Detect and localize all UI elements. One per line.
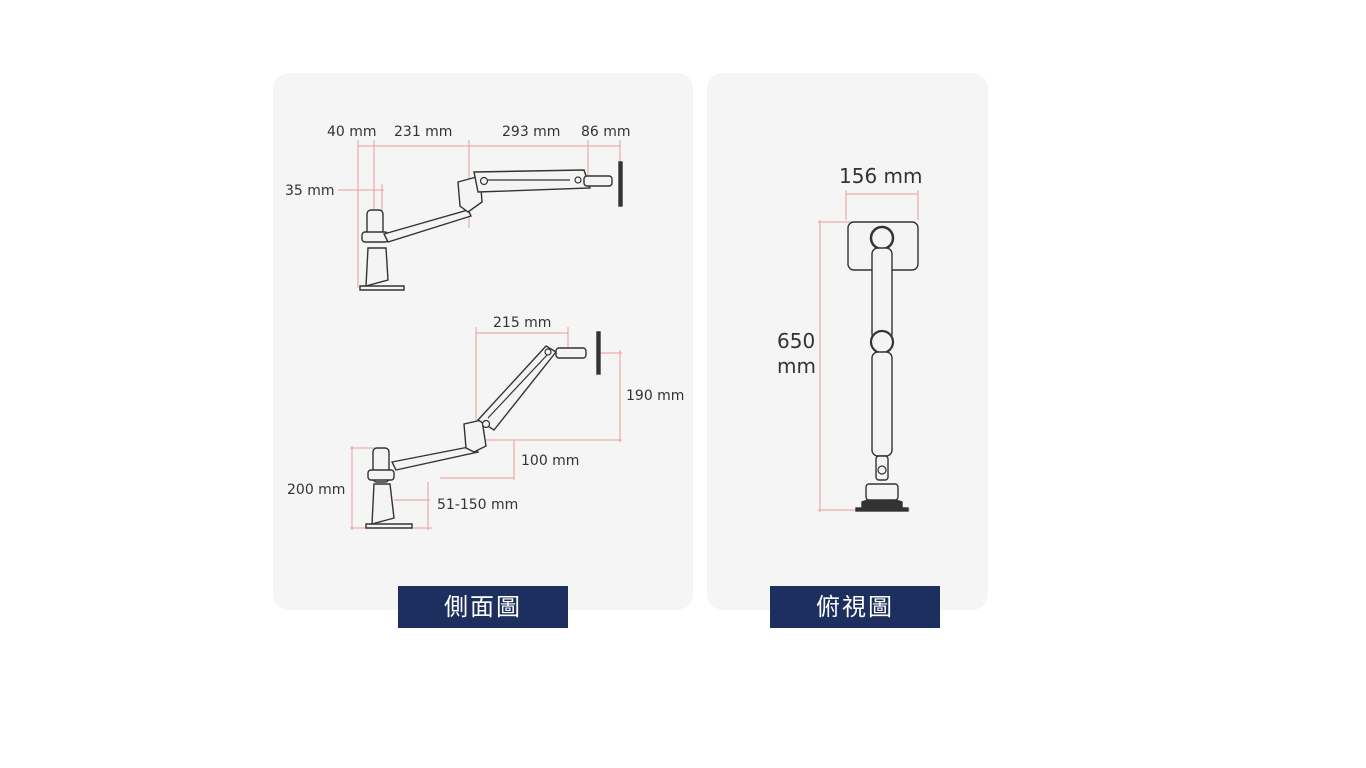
dim-40mm: 40 mm (327, 124, 377, 140)
side-view-extended-arm (338, 140, 623, 291)
side-view-raised-arm (350, 327, 622, 530)
top-view-arm (818, 190, 919, 512)
dim-650-value: 650 (777, 329, 815, 353)
dim-231mm: 231 mm (394, 124, 452, 140)
dim-35mm: 35 mm (285, 183, 335, 199)
side-view-extended-labels: 40 mm 231 mm 293 mm 86 mm 35 mm (285, 124, 631, 199)
dim-51-150mm: 51-150 mm (437, 497, 518, 513)
dim-215mm: 215 mm (493, 315, 551, 331)
side-view-caption: 側面圖 (398, 586, 568, 628)
dim-86mm: 86 mm (581, 124, 631, 140)
top-view-panel (707, 73, 988, 610)
dim-293mm: 293 mm (502, 124, 560, 140)
side-view-raised-labels: 215 mm 190 mm 100 mm 200 mm 51-150 mm (287, 315, 684, 513)
dim-650-unit: mm (777, 354, 816, 378)
dim-100mm: 100 mm (521, 453, 579, 469)
dim-190mm: 190 mm (626, 388, 684, 404)
top-view-labels: 156 mm 650 mm (777, 164, 923, 378)
dim-200mm: 200 mm (287, 482, 345, 498)
dim-156mm: 156 mm (839, 164, 923, 188)
top-view-caption: 俯視圖 (770, 586, 940, 628)
side-view-panel (273, 73, 693, 610)
